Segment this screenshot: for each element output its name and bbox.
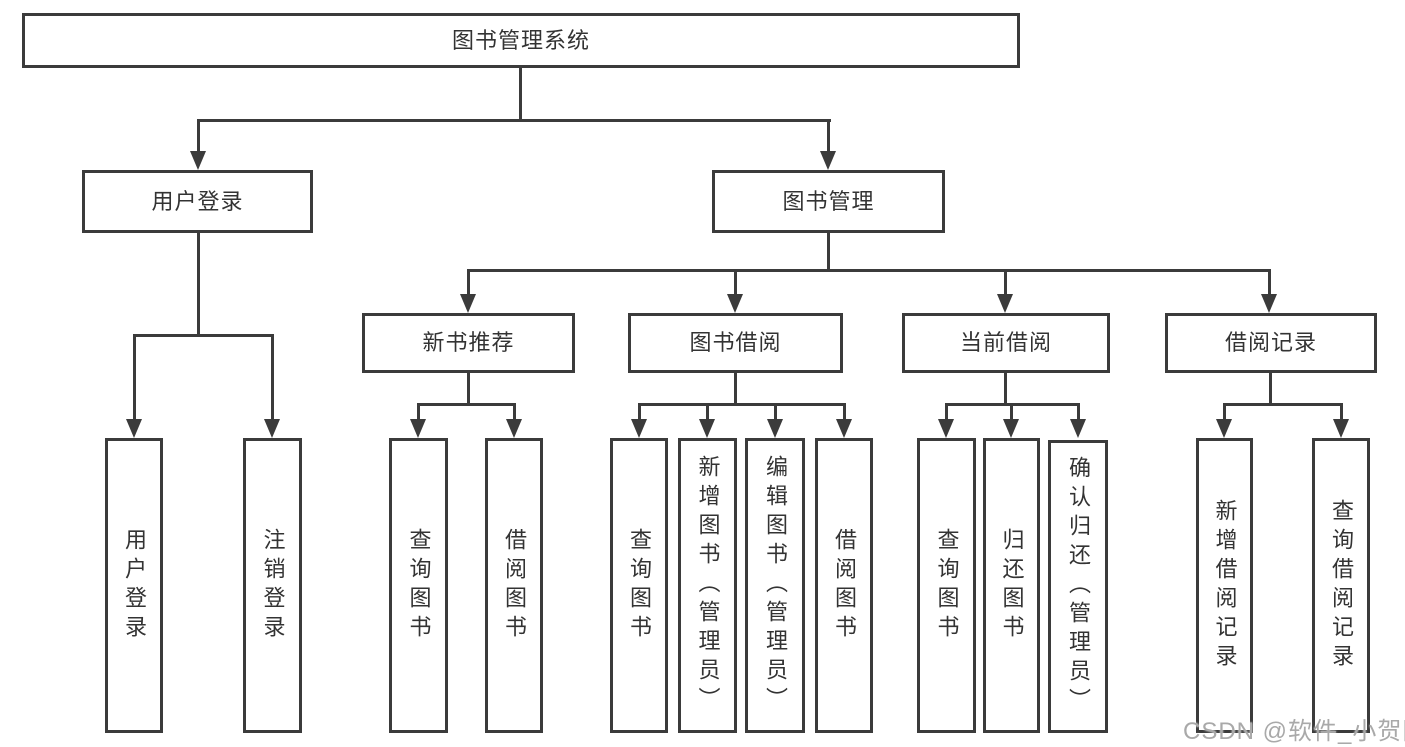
connector-line — [734, 269, 737, 297]
connector-line — [1268, 269, 1271, 297]
arrowhead-down — [699, 419, 715, 438]
leaf-logout: 注销登录 — [243, 438, 302, 733]
arrowhead-down — [190, 151, 206, 170]
leaf-return-books: 归还图书 — [983, 438, 1040, 733]
leaf-label: 归还图书 — [999, 527, 1025, 644]
arrowhead-down — [1216, 419, 1232, 438]
leaf-label: 借阅图书 — [502, 527, 527, 644]
leaf-query-books-borrowing: 查询图书 — [610, 438, 668, 733]
connector-line — [1340, 403, 1343, 422]
arrowhead-down — [767, 419, 783, 438]
node-borrow-records: 借阅记录 — [1165, 313, 1377, 373]
connector-line — [1077, 403, 1080, 422]
connector-line — [706, 403, 709, 422]
leaf-edit-books-admin: 编辑图书（管理员） — [745, 438, 805, 733]
arrowhead-down — [727, 294, 743, 313]
leaf-label: 新增图书（管理员） — [695, 455, 721, 716]
leaf-label: 注销登录 — [260, 527, 286, 644]
node-new-book-recommendation: 新书推荐 — [362, 313, 575, 373]
connector-line — [417, 403, 516, 406]
connector-line — [467, 373, 470, 406]
leaf-label: 确认归还（管理员） — [1066, 456, 1091, 717]
leaf-label: 借阅图书 — [832, 527, 857, 644]
leaf-query-books-newbook: 查询图书 — [389, 438, 448, 733]
connector-line — [519, 68, 522, 121]
connector-line — [1004, 373, 1007, 406]
connector-line — [1004, 269, 1007, 297]
arrowhead-down — [506, 419, 522, 438]
connector-line — [774, 403, 777, 422]
leaf-user-login: 用户登录 — [105, 438, 163, 733]
connector-line — [734, 373, 737, 406]
arrowhead-down — [938, 419, 954, 438]
node-label: 用户登录 — [151, 188, 244, 214]
leaf-borrow-books-newbook: 借阅图书 — [485, 438, 543, 733]
node-book-borrowing: 图书借阅 — [628, 313, 843, 373]
leaf-add-books-admin: 新增图书（管理员） — [678, 438, 737, 733]
leaf-label: 用户登录 — [122, 527, 147, 644]
leaf-label: 查询图书 — [627, 527, 652, 644]
arrowhead-down — [836, 419, 852, 438]
connector-line — [133, 334, 274, 337]
connector-line — [638, 403, 846, 406]
node-library-management-system: 图书管理系统 — [22, 13, 1020, 68]
connector-line — [1223, 403, 1343, 406]
connector-line — [827, 119, 830, 153]
connector-line — [1269, 373, 1272, 406]
connector-line — [1223, 403, 1226, 422]
node-current-borrowing: 当前借阅 — [902, 313, 1110, 373]
connector-line — [638, 403, 641, 422]
leaf-confirm-return-admin: 确认归还（管理员） — [1048, 440, 1108, 733]
leaf-borrow-books-borrowing: 借阅图书 — [815, 438, 873, 733]
connector-line — [843, 403, 846, 422]
arrowhead-down — [1261, 294, 1277, 313]
leaf-label: 编辑图书（管理员） — [763, 455, 788, 716]
arrowhead-down — [126, 419, 142, 438]
leaf-label: 查询借阅记录 — [1329, 498, 1354, 673]
arrowhead-down — [1003, 419, 1019, 438]
connector-line — [197, 233, 200, 337]
node-label: 新书推荐 — [422, 330, 515, 355]
csdn-watermark: CSDN @软件_小贺同学 — [1183, 718, 1405, 745]
node-book-management: 图书管理 — [712, 170, 945, 233]
connector-line — [827, 233, 830, 272]
arrowhead-down — [1333, 419, 1349, 438]
arrowhead-down — [410, 419, 426, 438]
connector-line — [467, 269, 470, 297]
connector-line — [197, 119, 831, 122]
connector-line — [467, 269, 1271, 272]
connector-line — [945, 403, 948, 422]
node-label: 图书借阅 — [689, 330, 782, 355]
connector-line — [417, 403, 420, 422]
leaf-add-borrow-record: 新增借阅记录 — [1196, 438, 1253, 733]
connector-line — [197, 119, 200, 153]
node-label: 图书管理 — [782, 188, 875, 214]
connector-line — [513, 403, 516, 422]
node-label: 图书管理系统 — [451, 27, 590, 53]
arrowhead-down — [460, 294, 476, 313]
leaf-label: 新增借阅记录 — [1212, 498, 1238, 673]
arrowhead-down — [997, 294, 1013, 313]
leaf-query-borrow-record: 查询借阅记录 — [1312, 438, 1370, 733]
connector-line — [1010, 403, 1013, 422]
node-label: 当前借阅 — [959, 330, 1052, 355]
node-user-login-branch: 用户登录 — [82, 170, 313, 233]
arrowhead-down — [1070, 419, 1086, 438]
arrowhead-down — [631, 419, 647, 438]
leaf-label: 查询图书 — [406, 527, 432, 644]
connector-line — [133, 334, 136, 422]
node-label: 借阅记录 — [1224, 330, 1317, 355]
connector-line — [271, 334, 274, 422]
leaf-query-books-current: 查询图书 — [917, 438, 976, 733]
arrowhead-down — [264, 419, 280, 438]
arrowhead-down — [820, 151, 836, 170]
leaf-label: 查询图书 — [934, 527, 960, 644]
